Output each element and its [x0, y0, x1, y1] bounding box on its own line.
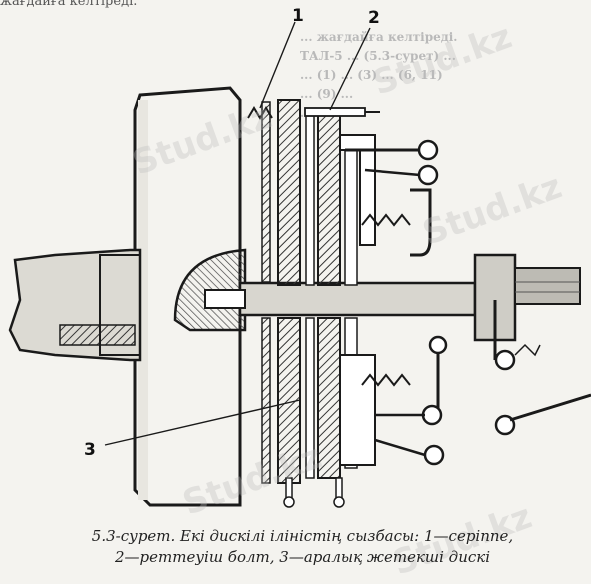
caption-line-2: 2—реттеуіш болт, 3—аралық жетекші дискі	[114, 548, 491, 566]
figure-caption: 5.3-сурет. Екі дискілі ілiністің сызбасы…	[30, 526, 575, 568]
leader-1	[259, 21, 296, 109]
callout-2: 2	[368, 8, 380, 28]
clutch-diagram	[8, 21, 591, 508]
flywheel-housing	[133, 86, 242, 507]
input-shaft	[238, 281, 477, 317]
leader-3	[104, 399, 301, 446]
leader-2	[329, 27, 371, 111]
adjusting-bolt	[304, 107, 366, 117]
background-line: ТАЛ-5 ... (5.3-сурет) ...	[300, 49, 456, 63]
spring-upper	[361, 213, 411, 227]
background-line: ... жағдайға келтіреді.	[300, 30, 458, 44]
spring-lower	[361, 373, 411, 387]
spring-1	[247, 106, 273, 120]
caption-line-1: 5.3-сурет. Екі дискілі ілiністің сызбасы…	[91, 527, 514, 545]
callout-3: 3	[84, 440, 96, 460]
top-text: жағдайға келтіреді.	[0, 0, 138, 9]
background-text: ... жағдайға келтіреді. ТАЛ-5 ... (5.3-с…	[300, 28, 590, 123]
background-line: ... (1) ... (3) ... (6, 11)	[300, 68, 443, 82]
callout-1: 1	[292, 6, 304, 26]
